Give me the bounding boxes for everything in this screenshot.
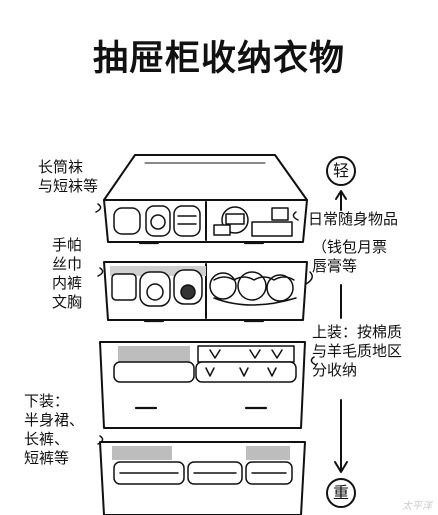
pointer-lines	[95, 203, 317, 445]
daily-items	[213, 206, 293, 237]
light-weight-marker: 轻	[326, 156, 356, 186]
small-items	[110, 266, 297, 307]
socks-rolls	[113, 205, 201, 237]
daily-items-label: 日常随身物品	[308, 210, 399, 228]
watermark: 太平洋	[402, 501, 432, 512]
drawer-2	[103, 261, 308, 323]
drawer-4	[99, 441, 306, 515]
weight-scale-arrow	[334, 190, 348, 473]
drawer-3	[99, 341, 306, 429]
drawer-1	[103, 199, 308, 245]
page-title: 抽屉柜收纳衣物	[92, 39, 345, 79]
folded-bottoms	[112, 446, 293, 485]
socks-label: 长筒袜 与短袜等	[38, 158, 99, 195]
daily-items-sublabel: （钱包月票 唇膏等	[312, 238, 388, 275]
tops-label: 上装：按棉质 与羊毛质地区 分收纳	[312, 323, 403, 379]
heavy-weight-marker: 重	[326, 478, 356, 508]
bottoms-label: 下装： 半身裙、 长裤、 短裤等	[24, 392, 85, 467]
small-items-label: 手帕 丝巾 内裤 文胸	[52, 236, 83, 311]
folded-tops	[113, 345, 297, 383]
cabinet-top	[103, 154, 308, 201]
